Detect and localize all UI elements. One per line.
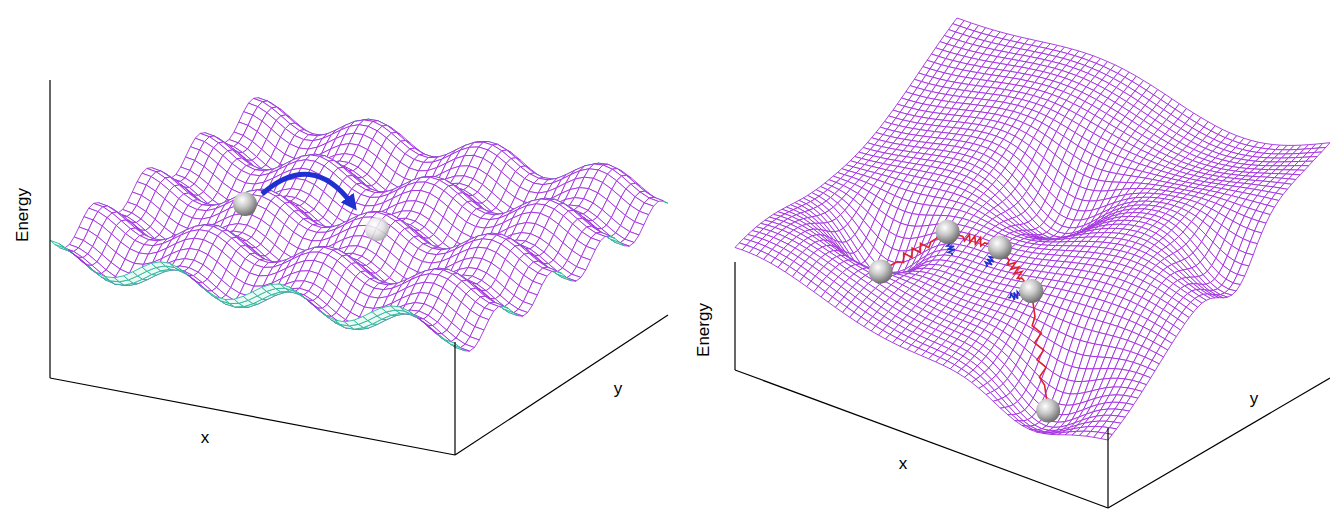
- axis-line: [455, 315, 668, 455]
- particle: [233, 192, 257, 216]
- rugged-surface: [735, 18, 1330, 440]
- egg-crate-surface: [50, 98, 668, 351]
- axis-line: [50, 378, 455, 455]
- particle-ghost: [365, 217, 389, 241]
- mesh-cell: [50, 240, 64, 247]
